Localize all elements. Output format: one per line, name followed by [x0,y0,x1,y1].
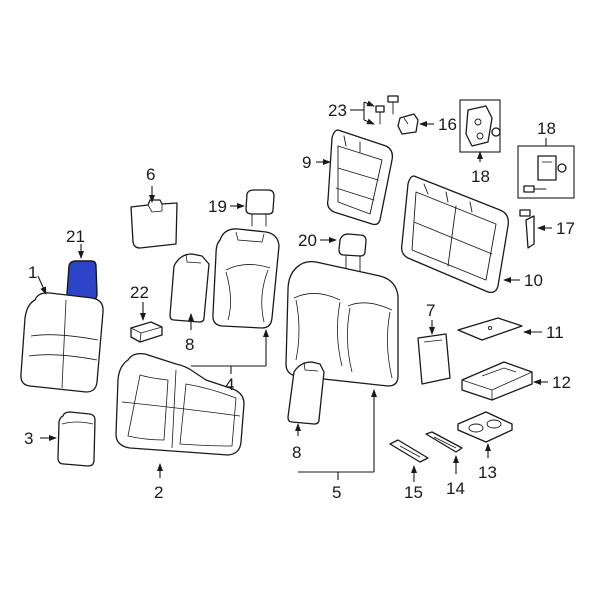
callout-7: 7 [426,301,435,320]
callout-16: 16 [438,115,457,134]
part-14-strip[interactable] [425,431,463,453]
part-7-panel[interactable] [417,333,451,385]
part-19-headrest[interactable] [245,189,275,227]
part-23-bolts[interactable] [375,95,399,125]
part-2-seat-cushion[interactable] [115,352,245,456]
callout-11: 11 [546,323,564,342]
part-5-seat-back[interactable] [285,260,399,387]
part-8-panel-lower[interactable] [287,361,325,425]
callout-8-lower: 8 [292,443,301,462]
callout-10: 10 [524,271,543,290]
part-13-cupholder[interactable] [457,411,513,443]
part-18-hinge-inset[interactable] [459,99,501,153]
part-12-tray[interactable] [461,361,533,401]
callout-17: 17 [556,219,575,238]
part-11-plate[interactable] [457,317,523,341]
part-8-panel-upper[interactable] [169,253,210,323]
part-15-strip[interactable] [389,439,429,463]
callout-5: 5 [332,483,341,502]
callout-18-bracket: 18 [537,119,556,138]
headrest-highlighted [66,260,98,301]
part-18-bracket-inset[interactable] [517,145,575,199]
callout-15: 15 [404,483,423,502]
callout-6: 6 [146,165,155,184]
callout-2: 2 [154,483,163,502]
part-22-pad[interactable] [130,321,163,343]
part-17-bracket[interactable] [519,209,535,249]
part-16-bracket[interactable] [397,113,419,135]
callout-labels: 1 2 3 4 5 6 7 8 8 9 10 11 12 13 14 15 16… [24,101,575,502]
callout-4: 4 [225,375,234,394]
callout-12: 12 [552,373,571,392]
callout-1: 1 [28,263,37,282]
callout-21: 21 [66,227,85,246]
part-20-headrest[interactable] [338,233,367,273]
part-9-seat-frame[interactable] [326,129,394,226]
part-3-armrest[interactable] [57,411,96,467]
callout-14: 14 [446,479,465,498]
part-4-seat-back[interactable] [212,228,280,329]
callout-20: 20 [298,231,317,250]
part-21-headrest[interactable] [66,260,98,301]
callout-9: 9 [302,153,311,172]
callout-13: 13 [478,463,497,482]
leader-lines [37,100,552,482]
callout-18-hinge: 18 [471,167,490,186]
part-6-panel[interactable] [130,199,178,249]
callout-23: 23 [328,101,347,120]
callout-22: 22 [130,283,149,302]
callout-3: 3 [24,429,33,448]
part-1-seat-back[interactable] [20,292,104,393]
callout-8-upper: 8 [185,335,194,354]
callout-19: 19 [208,197,227,216]
part-10-seat-frame[interactable] [400,175,509,294]
